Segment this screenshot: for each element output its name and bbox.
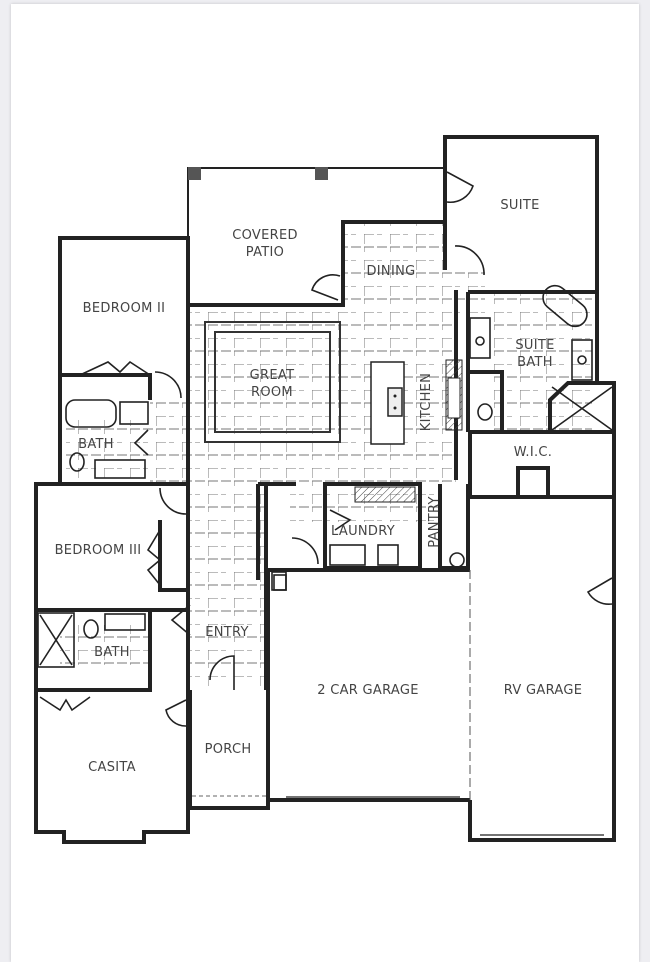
kitchen-island: [370, 361, 405, 445]
label-suite-bath-2: BATH: [517, 355, 553, 370]
two-car-garage: [266, 568, 471, 802]
label-bedroom-ii: BEDROOM II: [83, 301, 166, 316]
label-bath-1: BATH: [78, 437, 114, 452]
label-dining: DINING: [366, 264, 415, 279]
label-porch: PORCH: [205, 742, 252, 757]
label-kitchen: KITCHEN: [419, 373, 434, 431]
label-great-room-2: ROOM: [251, 385, 293, 400]
wic: [468, 430, 616, 499]
suite-bath: [466, 284, 616, 434]
label-entry: ENTRY: [205, 625, 249, 640]
label-bath-2: BATH: [94, 645, 130, 660]
label-bedroom-iii: BEDROOM III: [55, 543, 142, 558]
label-suite-bath: SUITE: [515, 338, 554, 353]
label-laundry: LAUNDRY: [331, 524, 395, 539]
tray-ceiling: [204, 321, 341, 443]
rv-garage: [468, 495, 616, 842]
label-suite: SUITE: [500, 198, 539, 213]
suite-door: [446, 171, 474, 204]
range-icon: [447, 377, 461, 419]
label-covered-patio-2: PATIO: [246, 245, 284, 260]
casita: [34, 690, 190, 844]
label-covered-patio: COVERED: [232, 228, 298, 243]
label-2-car-garage: 2 CAR GARAGE: [317, 683, 419, 698]
bedroom-iii: [34, 482, 190, 612]
bath-1: [65, 399, 149, 479]
label-rv-garage: RV GARAGE: [504, 683, 582, 698]
suite-walls: [443, 135, 599, 385]
bedroom-ii: [58, 236, 190, 482]
label-pantry: PANTRY: [427, 496, 442, 548]
label-wic: W.I.C.: [514, 445, 552, 460]
bath-2: [34, 610, 152, 692]
room-labels: COVERED PATIO SUITE DINING BEDROOM II GR…: [55, 198, 582, 775]
label-great-room: GREAT: [250, 368, 295, 383]
suite-bath-door: [454, 245, 485, 276]
tile-floor: [60, 224, 592, 687]
label-casita: CASITA: [88, 760, 136, 775]
